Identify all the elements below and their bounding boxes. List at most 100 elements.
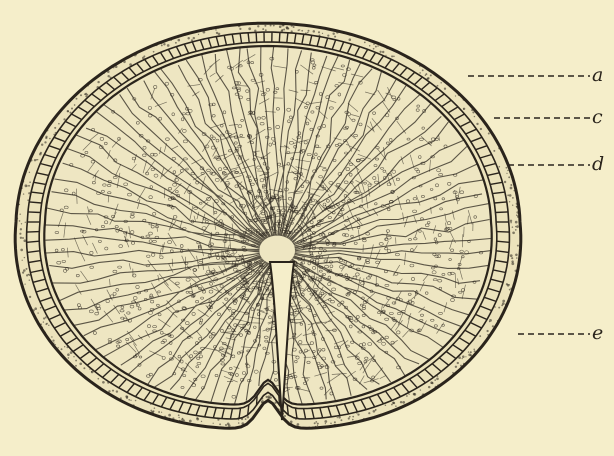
coat-speck	[247, 416, 249, 418]
coat-speck	[34, 307, 37, 310]
coat-speck	[512, 226, 514, 228]
coat-speck	[497, 320, 499, 322]
coat-speck	[143, 55, 145, 57]
coat-speck	[468, 354, 471, 357]
coat-speck	[193, 37, 195, 39]
coat-speck	[393, 55, 395, 57]
coat-speck	[455, 366, 457, 368]
coat-speck	[352, 419, 354, 421]
coat-speck	[112, 66, 114, 68]
coat-speck	[178, 417, 179, 418]
coat-speck	[419, 65, 420, 66]
coat-speck	[107, 71, 110, 74]
coat-speck	[340, 419, 342, 421]
coat-speck	[112, 390, 114, 392]
coat-speck	[517, 207, 519, 209]
coat-speck	[211, 29, 212, 30]
coat-speck	[22, 260, 23, 261]
coat-speck	[24, 239, 27, 242]
coat-speck	[284, 415, 286, 417]
coat-speck	[153, 51, 155, 53]
coat-speck	[196, 417, 198, 419]
coat-speck	[502, 300, 505, 303]
coat-speck	[74, 104, 76, 106]
coat-speck	[468, 103, 469, 104]
coat-speck	[102, 381, 105, 384]
coat-speck	[393, 402, 395, 404]
coat-speck	[431, 382, 433, 384]
coat-speck	[506, 167, 508, 169]
coat-speck	[80, 94, 82, 96]
coat-speck	[317, 423, 319, 425]
cell-wall	[496, 212, 509, 213]
coat-speck	[130, 400, 131, 401]
coat-speck	[470, 351, 472, 353]
coat-speck	[28, 185, 30, 187]
coat-speck	[476, 123, 478, 125]
label-a: a	[592, 64, 603, 86]
label-c-group: c	[494, 106, 603, 128]
coat-speck	[363, 418, 365, 420]
coat-speck	[46, 323, 47, 324]
coat-speck	[379, 51, 381, 53]
coat-speck	[164, 416, 166, 418]
coat-speck	[307, 32, 309, 34]
coat-speck	[58, 123, 60, 125]
coat-speck	[516, 211, 518, 213]
coat-speck	[267, 399, 268, 400]
coat-speck	[49, 138, 51, 140]
coat-speck	[248, 27, 251, 30]
coat-speck	[293, 26, 295, 28]
coat-speck	[68, 357, 70, 359]
coat-speck	[53, 342, 54, 343]
coat-speck	[508, 176, 510, 178]
coat-speck	[375, 409, 377, 411]
label-a-group: a	[468, 64, 603, 86]
coat-speck	[452, 372, 454, 374]
coat-speck	[257, 25, 259, 27]
coat-speck	[291, 25, 293, 27]
coat-speck	[58, 347, 59, 348]
coat-speck	[283, 29, 285, 31]
coat-speck	[515, 229, 517, 231]
coat-speck	[349, 416, 351, 418]
coat-speck	[167, 44, 170, 47]
coat-speck	[239, 28, 241, 30]
coat-speck	[187, 37, 189, 39]
coat-speck	[436, 377, 439, 380]
coat-speck	[498, 147, 500, 149]
coat-speck	[463, 363, 465, 365]
coat-speck	[254, 29, 256, 31]
coat-speck	[512, 197, 514, 199]
coat-speck	[71, 107, 73, 109]
coat-speck	[203, 31, 206, 34]
coat-speck	[315, 421, 317, 423]
coat-speck	[19, 233, 21, 235]
coat-speck	[507, 170, 508, 171]
coat-speck	[63, 118, 65, 120]
coat-speck	[161, 44, 163, 46]
coat-speck	[465, 356, 466, 357]
coat-speck	[479, 335, 481, 337]
coat-speck	[169, 418, 171, 420]
coat-speck	[516, 225, 519, 228]
coat-speck	[45, 136, 47, 138]
coat-speck	[22, 271, 24, 273]
coat-speck	[198, 34, 199, 35]
coat-speck	[178, 39, 181, 42]
coat-speck	[67, 110, 69, 112]
coat-speck	[178, 414, 180, 416]
coat-speck	[115, 65, 118, 68]
coat-speck	[40, 323, 42, 325]
coat-speck	[382, 51, 384, 53]
coat-speck	[19, 220, 21, 222]
coat-speck	[87, 94, 89, 96]
coat-speck	[225, 424, 227, 426]
coat-speck	[40, 307, 42, 309]
coat-speck	[509, 201, 510, 202]
coat-speck	[455, 95, 456, 96]
coat-speck	[79, 362, 82, 365]
coat-speck	[172, 417, 174, 419]
coat-speck	[506, 173, 507, 174]
cell-wall	[28, 212, 41, 213]
